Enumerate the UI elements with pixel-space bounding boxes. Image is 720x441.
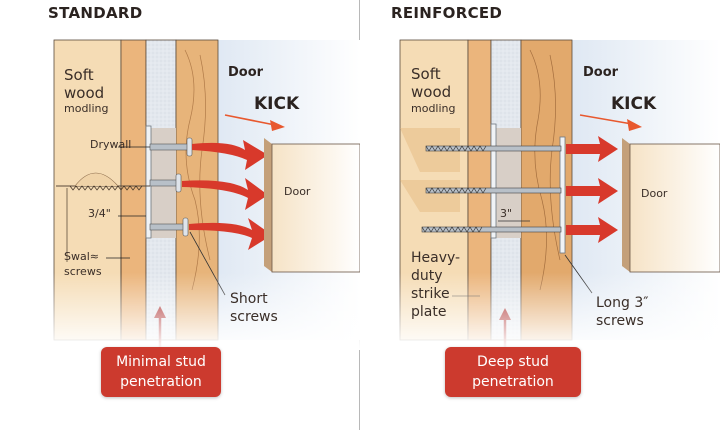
reinforced-heading: REINFORCED <box>391 4 503 22</box>
label-short: Short <box>230 291 268 307</box>
label-drywall: Drywall <box>90 138 132 151</box>
label-three-inch: 3" <box>500 207 513 220</box>
standard-illustration <box>0 39 360 352</box>
label-door-panel: Door <box>284 185 311 198</box>
label-screws: screws <box>64 265 102 278</box>
label-modling: modling <box>411 102 456 115</box>
label-three-quarter: 3/4" <box>88 207 111 220</box>
callout-deep-penetration: Deep stud penetration <box>445 347 581 397</box>
reinforced-illustration <box>360 39 720 350</box>
label-long: Long 3″ <box>596 295 649 311</box>
label-door-panel: Door <box>641 187 668 200</box>
label-short-screws: screws <box>230 309 278 325</box>
callout-line-1: Minimal stud <box>116 354 206 370</box>
label-door-top: Door <box>228 65 264 80</box>
label-plate: plate <box>411 304 447 320</box>
label-small: Swal≈ <box>64 250 99 263</box>
label-door-top: Door <box>583 65 619 80</box>
label-kick: KICK <box>611 94 657 114</box>
label-kick: KICK <box>254 94 300 114</box>
callout-line-2: penetration <box>472 374 554 390</box>
standard-heading: STANDARD <box>48 4 143 22</box>
reinforced-panel: REINFORCED Soft wood modling 3" Heavy- d… <box>360 0 720 441</box>
label-strike: strike <box>411 286 450 302</box>
label-duty: duty <box>411 268 443 284</box>
callout-minimal-penetration: Minimal stud penetration <box>101 347 221 397</box>
label-modling: modling <box>64 102 109 115</box>
label-heavy: Heavy- <box>411 250 461 266</box>
label-soft: Soft <box>64 66 94 84</box>
standard-panel: STANDARD Soft wood modling Drywall 3/4" … <box>0 4 360 397</box>
label-wood: wood <box>411 83 452 101</box>
callout-line-2: penetration <box>120 374 202 390</box>
label-long-screws: screws <box>596 313 644 329</box>
label-wood: wood <box>64 84 105 102</box>
label-soft: Soft <box>411 65 441 83</box>
callout-line-1: Deep stud <box>477 354 549 370</box>
